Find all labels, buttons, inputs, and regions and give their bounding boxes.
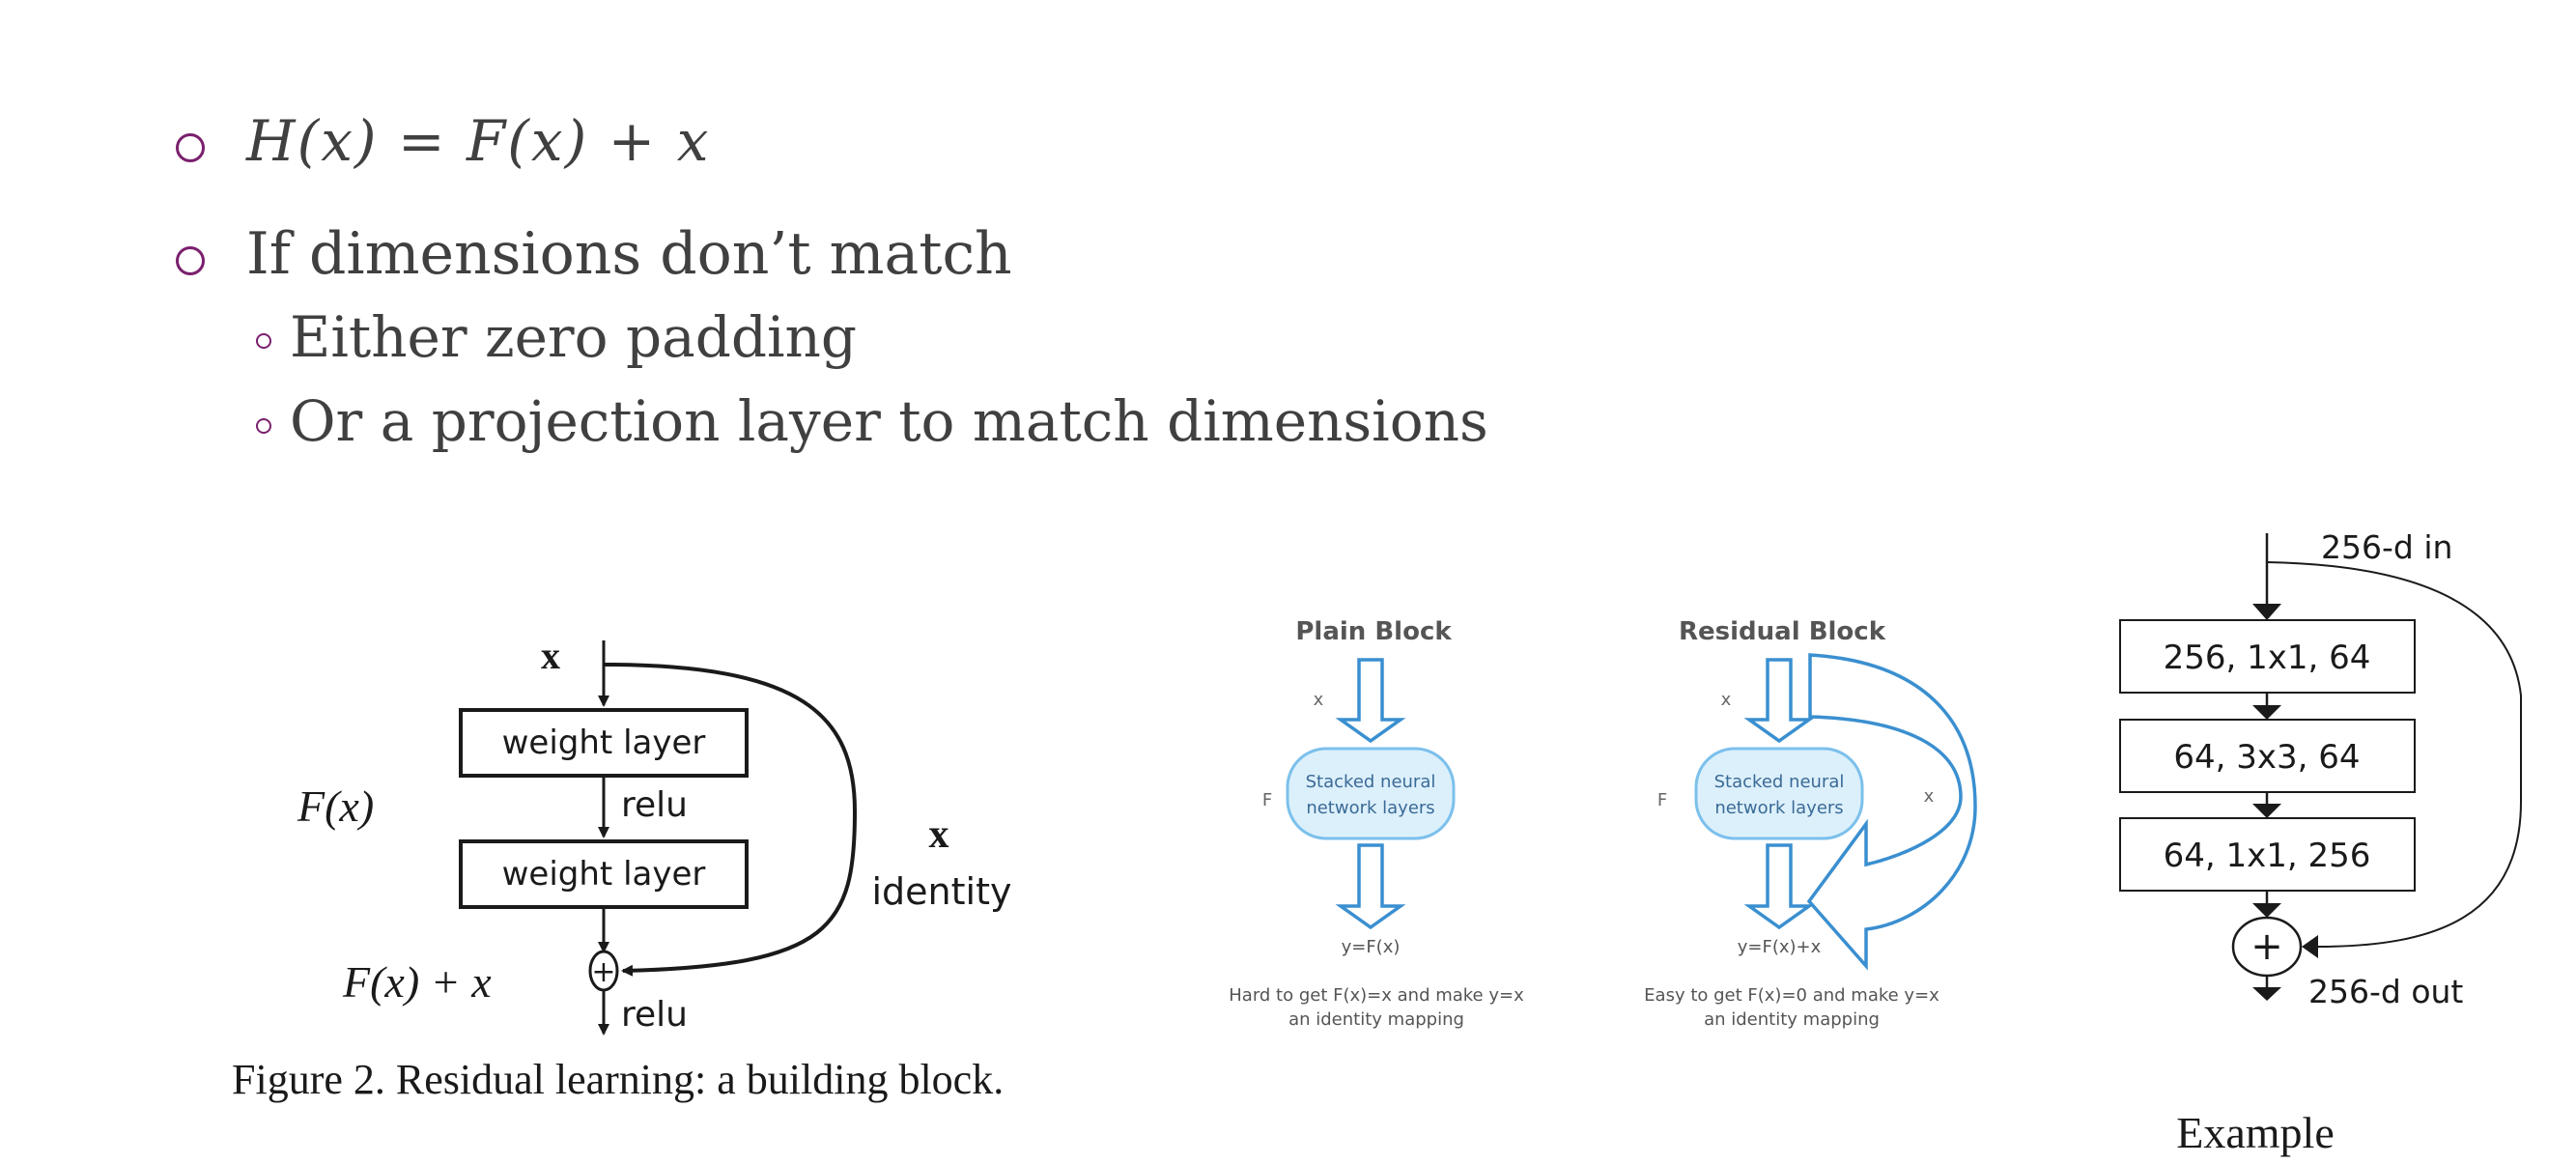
block-arrow-icon — [1335, 843, 1406, 930]
plain-layer-text-1: Stacked neural — [1306, 772, 1436, 792]
residual-layer-text-1: Stacked neural — [1714, 772, 1845, 792]
fig2-sum-label: F(x) + x — [342, 957, 492, 1007]
fig2-layer1-label: weight layer — [502, 724, 706, 762]
skip-connection-arrow-icon — [1806, 653, 1977, 971]
figure2-diagram: x weight layer relu weight layer + relu … — [232, 634, 1012, 1103]
bottleneck-example-diagram: 256-d in 256, 1x1, 64 64, 3x3, 64 64, 1x… — [2119, 528, 2522, 1157]
fig2-relu-out: relu — [621, 995, 688, 1035]
bottleneck-input: 256-d in — [2321, 528, 2452, 566]
fig2-layer2-label: weight layer — [502, 855, 706, 894]
residual-layer-text-2: network layers — [1714, 798, 1843, 818]
conv-layer-box — [2119, 719, 2416, 793]
bottleneck-layer-2: 64, 3x3, 64 — [2173, 738, 2360, 777]
arrow-head-icon — [2302, 935, 2318, 958]
bottleneck-caption: Example — [2176, 1108, 2335, 1157]
fig2-input-label: x — [541, 634, 560, 677]
residual-note-2: an identity mapping — [1704, 1009, 1880, 1030]
identity-shortcut-curve — [2266, 561, 2522, 948]
conv-layer-box — [2119, 619, 2416, 694]
arrow-head-icon — [2252, 705, 2281, 720]
residual-skip-x-label: x — [1924, 786, 1935, 807]
sub-bullet-projection: Or a projection layer to match dimension… — [290, 388, 1488, 454]
bottleneck-layer-3: 64, 1x1, 256 — [2164, 837, 2371, 875]
weight-layer-box — [459, 708, 749, 778]
block-arrow-icon — [1743, 843, 1815, 930]
arrow-head-icon — [2252, 987, 2281, 1001]
conv-layer-box — [2119, 817, 2416, 892]
bullet-dimensions: If dimensions don’t match — [246, 220, 1012, 288]
arrow-head-icon — [2252, 903, 2281, 918]
plain-layer-text-2: network layers — [1306, 798, 1434, 818]
stacked-layers-node — [1286, 747, 1456, 840]
residual-note-1: Easy to get F(x)=0 and make y=x — [1644, 985, 1939, 1006]
plain-note-1: Hard to get F(x)=x and make y=x — [1229, 985, 1524, 1006]
bottleneck-plus: + — [2250, 924, 2283, 969]
residual-block-title: Residual Block — [1679, 617, 1886, 646]
bullet-marker-icon — [176, 133, 205, 162]
bottleneck-layer-1: 256, 1x1, 64 — [2164, 639, 2371, 677]
residual-block-diagram: Residual Block x Stacked neural network … — [1644, 617, 1977, 1030]
identity-skip-connection — [603, 663, 858, 977]
fig2-relu-mid: relu — [621, 785, 688, 825]
residual-output: y=F(x)+x — [1738, 937, 1822, 957]
weight-layer-box — [459, 839, 749, 909]
sub-bullet-marker-icon — [256, 418, 271, 434]
fig2-plus: + — [591, 955, 615, 989]
fig2-caption: Figure 2. Residual learning: a building … — [232, 1056, 1004, 1103]
plain-f-label: F — [1262, 790, 1272, 810]
bottleneck-output: 256-d out — [2308, 973, 2463, 1010]
plain-output: y=F(x) — [1342, 937, 1401, 957]
sub-bullet-zero-padding: Either zero padding — [290, 304, 857, 370]
residual-f-label: F — [1657, 790, 1667, 810]
plain-note-2: an identity mapping — [1288, 1009, 1464, 1030]
fig2-fx-label: F(x) — [297, 781, 374, 831]
sub-bullet-marker-icon — [256, 333, 271, 349]
plain-block-diagram: Plain Block x Stacked neural network lay… — [1229, 617, 1524, 1030]
fig2-skip-x-label: x — [929, 812, 949, 857]
arrow-head-icon — [2252, 604, 2281, 620]
formula-bullet: H(x) = F(x) + x — [246, 108, 711, 174]
fig2-identity-label: identity — [872, 870, 1012, 913]
bullet-marker-icon — [176, 246, 205, 275]
residual-x-label: x — [1721, 690, 1732, 710]
plain-x-label: x — [1314, 690, 1324, 710]
block-arrow-icon — [1743, 658, 1815, 744]
stacked-layers-node — [1694, 747, 1864, 840]
arrow-head-icon — [2252, 804, 2281, 818]
plain-block-title: Plain Block — [1295, 617, 1452, 646]
block-arrow-icon — [1335, 658, 1406, 744]
